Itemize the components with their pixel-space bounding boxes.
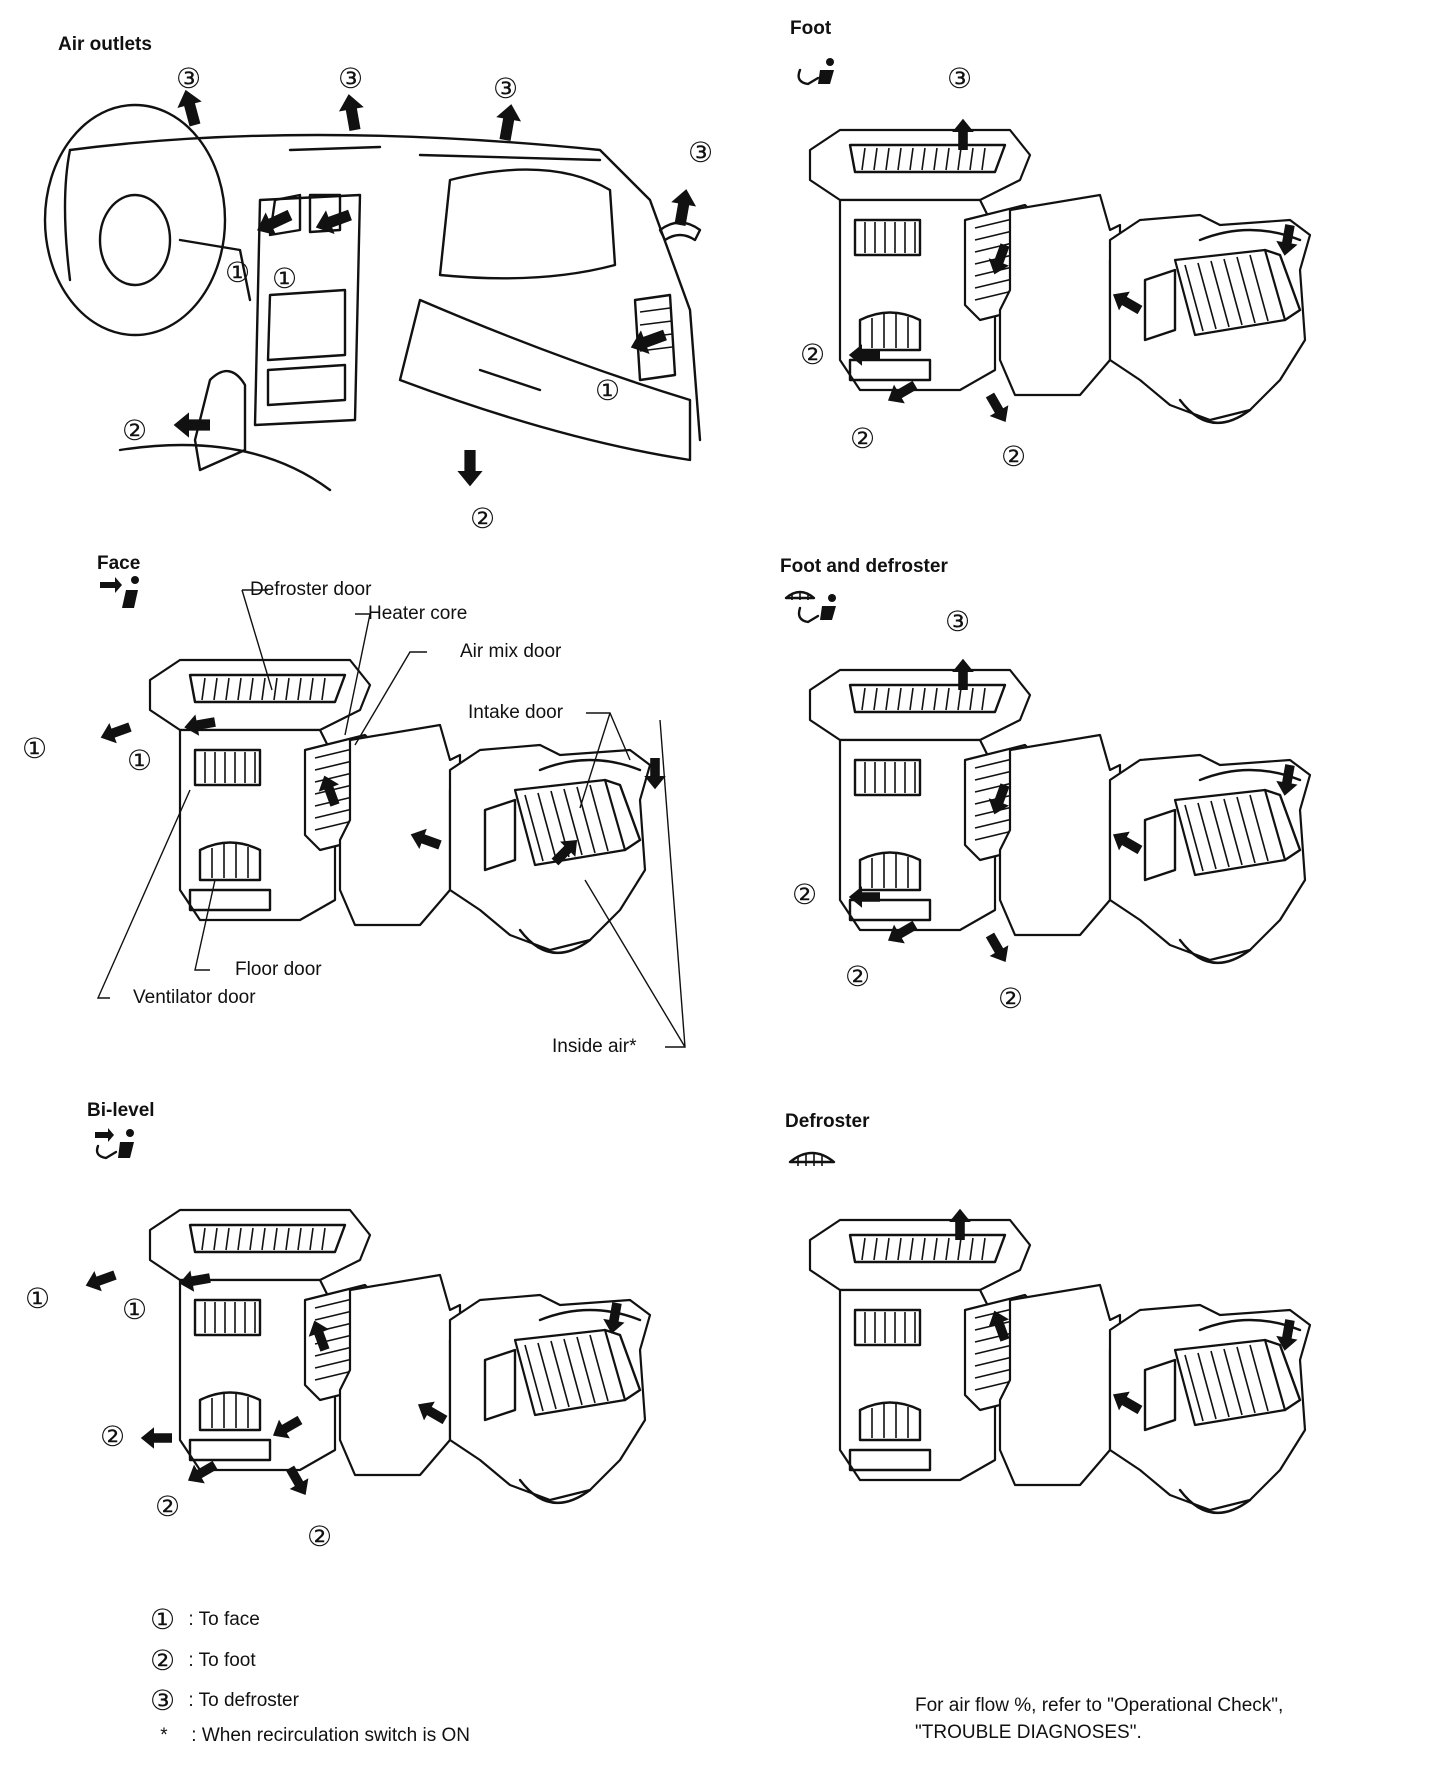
defroster-title: Defroster — [785, 1111, 870, 1132]
foot-defroster-title: Foot and defroster — [780, 556, 948, 577]
floor-door-label: Floor door — [235, 959, 322, 980]
ventilator-door-label: Ventilator door — [133, 987, 256, 1008]
marker-1: ① — [22, 733, 48, 764]
marker-1: ① — [127, 745, 153, 776]
inside-air-label: Inside air* — [552, 1036, 637, 1057]
marker-3: ③ — [493, 73, 519, 104]
marker-2: ② — [122, 415, 148, 446]
foot-title: Foot — [790, 18, 832, 39]
marker-3: ③ — [688, 137, 714, 168]
note-line-1: For air flow %, refer to "Operational Ch… — [915, 1695, 1284, 1716]
legend-row: * : When recirculation switch is ON — [150, 1725, 470, 1747]
marker-3: ③ — [176, 63, 202, 94]
marker-2: ② — [800, 339, 826, 370]
legend-symbol: ② — [150, 1645, 176, 1676]
legend-text: : To foot — [188, 1649, 256, 1671]
marker-2: ② — [792, 879, 818, 910]
air-mix-door-label: Air mix door — [460, 641, 562, 662]
marker-2: ② — [1001, 441, 1027, 472]
legend-symbol: * — [160, 1725, 168, 1746]
marker-1: ① — [272, 263, 298, 294]
marker-2: ② — [100, 1421, 126, 1452]
marker-3: ③ — [338, 63, 364, 94]
marker-2: ② — [155, 1491, 181, 1522]
marker-1: ① — [595, 375, 621, 406]
marker-3: ③ — [945, 606, 971, 637]
marker-2: ② — [470, 503, 496, 534]
face-title: Face — [97, 553, 141, 574]
bi-level-title: Bi-level — [87, 1100, 155, 1121]
heater-core-label: Heater core — [368, 603, 468, 624]
legend-row: ③ : To defroster — [150, 1684, 299, 1717]
legend-symbol: ① — [150, 1604, 176, 1635]
legend-text: : To defroster — [188, 1689, 299, 1711]
intake-door-label: Intake door — [468, 702, 564, 723]
marker-2: ② — [850, 423, 876, 454]
defroster-door-label: Defroster door — [250, 579, 372, 600]
marker-2: ② — [998, 983, 1024, 1014]
marker-3: ③ — [947, 63, 973, 94]
legend-row: ① : To face — [150, 1603, 260, 1636]
note-line-2: "TROUBLE DIAGNOSES". — [915, 1722, 1142, 1743]
marker-1: ① — [25, 1283, 51, 1314]
legend-row: ② : To foot — [150, 1644, 256, 1677]
air-outlets-diagram — [43, 86, 702, 492]
marker-1: ① — [225, 257, 251, 288]
legend-symbol: ③ — [150, 1685, 176, 1716]
air-outlets-title: Air outlets — [58, 34, 152, 55]
marker-2: ② — [845, 961, 871, 992]
marker-2: ② — [307, 1521, 333, 1552]
marker-1: ① — [122, 1294, 148, 1325]
legend-text: : When recirculation switch is ON — [191, 1725, 471, 1746]
legend-text: : To face — [188, 1608, 260, 1630]
